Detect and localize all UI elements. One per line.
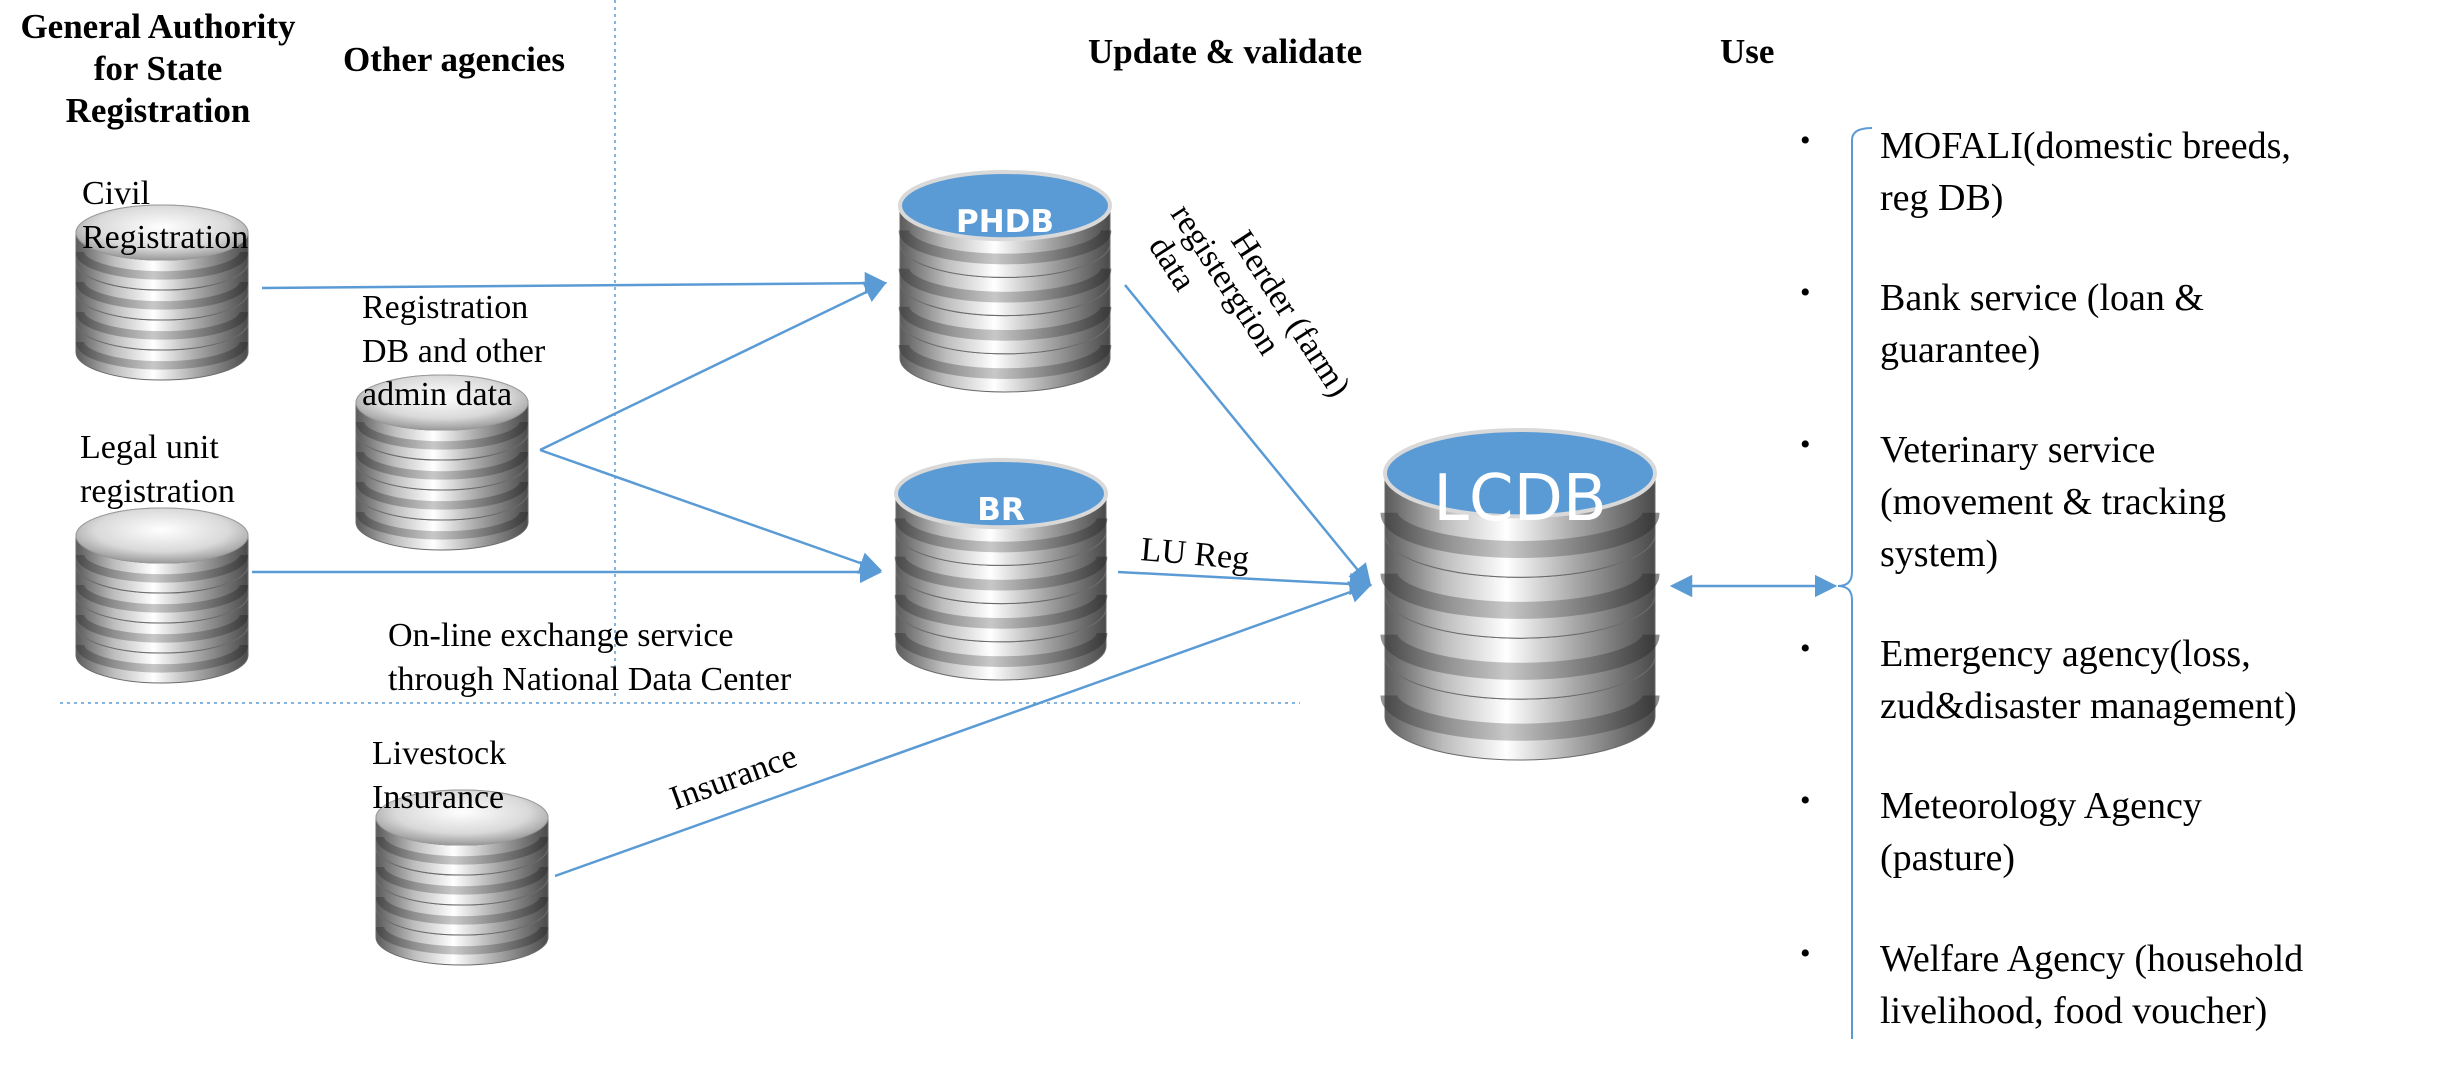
bullet-icon: • bbox=[1800, 124, 1811, 157]
header-gasr-line1: General Authority bbox=[20, 7, 296, 46]
header-update-validate: Update & validate bbox=[1088, 32, 1363, 71]
use-list-brace bbox=[1837, 127, 1873, 1039]
use-list-item: • Bank service (loan & guarantee) bbox=[1800, 272, 2450, 376]
arrows bbox=[252, 271, 1838, 878]
legal-unit-db-icon bbox=[75, 507, 249, 684]
regdb-line1: Registration bbox=[362, 289, 529, 326]
use-list-item: • Welfare Agency (household livelihood, fo… bbox=[1800, 933, 2450, 1037]
br-database-icon bbox=[894, 458, 1108, 681]
use-list: • MOFALI(domestic breeds, reg DB) • Bank ser… bbox=[1800, 120, 2450, 1085]
use-list-item: • MOFALI(domestic breeds, reg DB) bbox=[1800, 120, 2450, 224]
arrow-phdb-to-lcdb bbox=[1124, 284, 1372, 587]
civil-line2: Registration bbox=[82, 218, 249, 256]
livestock-line2: Insurance bbox=[372, 778, 505, 816]
livestock-insurance-db-icon bbox=[375, 789, 549, 966]
livestock-line1: Livestock bbox=[372, 735, 507, 772]
diagram-canvas: PHDB BR LCDB Herder (farm) registergtion… bbox=[8, 0, 2303, 1039]
header-other-agencies: Other agencies bbox=[343, 40, 565, 79]
use-list-item: • Emergency agency(loss, zud&disaster mana… bbox=[1800, 628, 2450, 732]
phdb-database-icon bbox=[898, 170, 1112, 393]
use-item-line: reg DB) bbox=[1880, 177, 2004, 220]
civil-registration-label: Civil Registration bbox=[82, 172, 248, 259]
regdb-line2: DB and other bbox=[362, 332, 546, 370]
arrow-regdb-to-br bbox=[539, 448, 883, 574]
header-gasr: General Authority for State Registration bbox=[8, 6, 308, 132]
arrow-insurance-to-lcdb bbox=[554, 581, 1373, 878]
herder-data-label: Herder (farm) registergtion data bbox=[1141, 198, 1358, 404]
header-gasr-line2: for State bbox=[93, 49, 223, 88]
use-list-item: • Veterinary service (movement & tracking s… bbox=[1800, 424, 2450, 580]
civil-line1: Civil bbox=[82, 175, 151, 212]
arrow-regdb-to-phdb bbox=[539, 281, 888, 452]
legal-unit-label: Legal unit registration bbox=[80, 426, 235, 513]
registration-db-label: Registration DB and other admin data bbox=[362, 286, 545, 417]
use-item-line: Veterinary service bbox=[1880, 429, 2156, 472]
online-exchange-label: On-line exchange service through Nationa… bbox=[388, 614, 791, 701]
lu-reg-label: LU Reg bbox=[1139, 531, 1250, 577]
diagram-svg: PHDB BR LCDB Herder (farm) registergtion… bbox=[60, 0, 1873, 1039]
legal-line1: Legal unit bbox=[80, 429, 219, 466]
use-item-line: livelihood, food voucher) bbox=[1880, 989, 2268, 1032]
bullet-icon: • bbox=[1800, 632, 1811, 666]
use-item-line: MOFALI(domestic breeds, bbox=[1880, 125, 2291, 167]
lcdb-database-icon bbox=[1380, 428, 1660, 761]
online-line1: On-line exchange service bbox=[388, 617, 734, 654]
lcdb-label: LCDB bbox=[1433, 462, 1607, 536]
regdb-line3: admin data bbox=[362, 376, 513, 414]
bullet-icon: • bbox=[1800, 428, 1811, 462]
arrow-br-to-lcdb bbox=[1117, 570, 1373, 596]
registration-admin-db-icon bbox=[355, 374, 529, 551]
bullet-icon: • bbox=[1800, 936, 1811, 970]
online-line2: through National Data Center bbox=[388, 660, 792, 698]
header-gasr-line3: Registration bbox=[65, 91, 251, 130]
use-item-line: system) bbox=[1880, 533, 1999, 576]
br-label: BR bbox=[977, 492, 1025, 528]
civil-registration-db-icon bbox=[75, 204, 249, 381]
bullet-icon: • bbox=[1800, 276, 1811, 310]
use-item-line: Bank service (loan & bbox=[1880, 277, 2204, 320]
use-list-item: • Meteorology Agency (pasture) bbox=[1800, 780, 2450, 884]
livestock-insurance-label: Livestock Insurance bbox=[372, 732, 506, 819]
use-item-line: (pasture) bbox=[1880, 837, 2016, 880]
bullet-icon: • bbox=[1800, 784, 1811, 818]
use-item-line: Meteorology Agency bbox=[1880, 785, 2202, 828]
arrow-civil-to-phdb bbox=[261, 271, 888, 295]
use-item-line: Emergency agency(loss, bbox=[1880, 633, 2251, 676]
use-item-line: (movement & tracking bbox=[1880, 481, 2227, 524]
phdb-label: PHDB bbox=[956, 204, 1054, 240]
use-item-line: zud&disaster management) bbox=[1880, 685, 2297, 728]
use-item-line: guarantee) bbox=[1880, 329, 2041, 372]
legal-line2: registration bbox=[80, 472, 235, 510]
use-item-line: Welfare Agency (household bbox=[1880, 937, 2304, 980]
header-use: Use bbox=[1720, 32, 1775, 71]
insurance-label: Insurance bbox=[665, 738, 802, 818]
